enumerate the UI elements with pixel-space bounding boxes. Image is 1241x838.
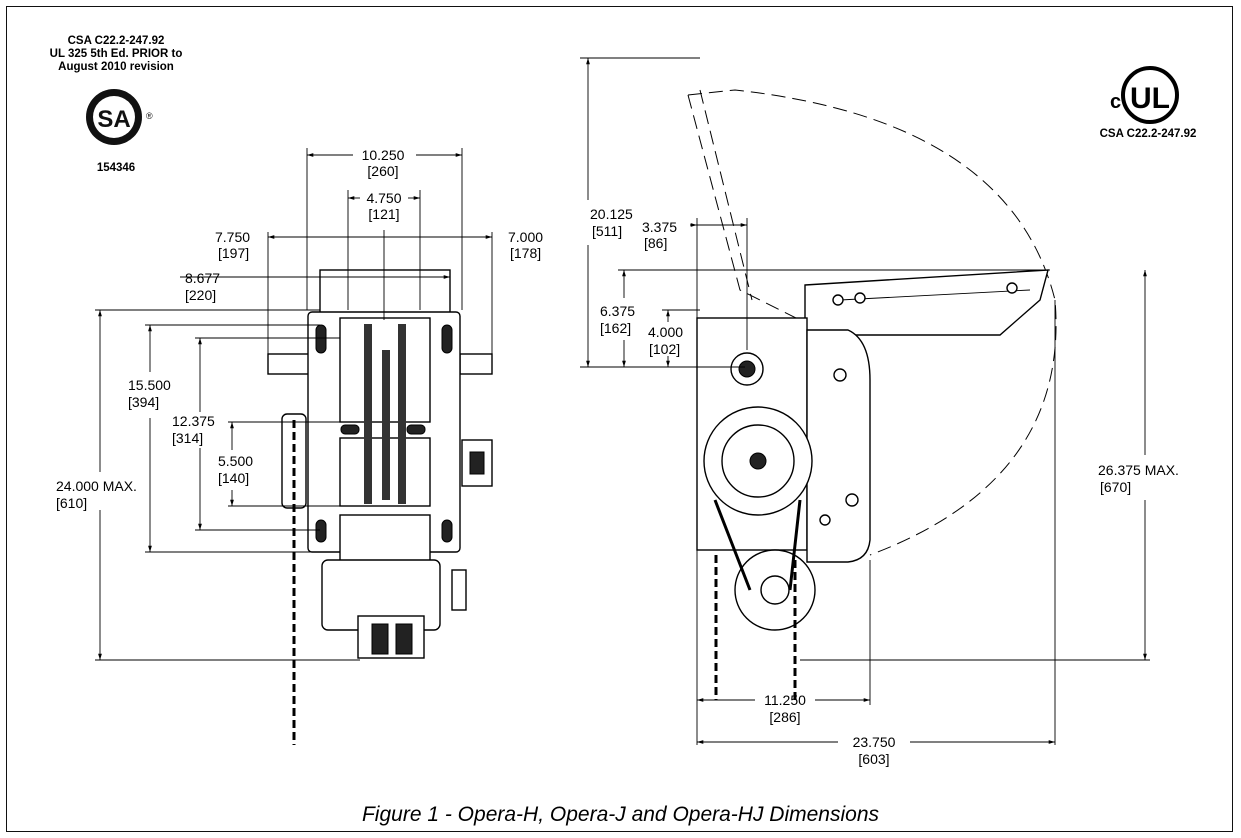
dim-width: 10.250	[362, 147, 405, 163]
front-view-dimensions: 10.250 [260] 4.750 [121] 7.750 [197] 7.0…	[56, 147, 543, 661]
svg-text:SA: SA	[97, 106, 130, 133]
dim-overall: 23.750	[853, 734, 896, 750]
dim-20125-mm: [511]	[592, 223, 622, 239]
csa-line-2: UL 325 5th Ed. PRIOR to	[50, 48, 183, 60]
dim-20125: 20.125	[590, 206, 633, 222]
dim-3375-mm: [86]	[644, 235, 667, 251]
drive-belt	[713, 499, 802, 591]
csa-number: 154346	[97, 162, 135, 174]
dim-shaft-spacing-mm: [121]	[368, 206, 399, 222]
motor-box	[357, 615, 425, 659]
door-swing-arc	[687, 89, 1057, 556]
dim-side-height-mm: [670]	[1100, 479, 1131, 495]
dim-shaft-spacing: 4.750	[366, 190, 401, 206]
dim-6375-mm: [162]	[600, 320, 631, 336]
figure-caption: Figure 1 - Opera-H, Opera-J and Opera-HJ…	[361, 803, 880, 826]
ul-standard: CSA C22.2-247.92	[1100, 128, 1197, 140]
side-view-operator	[687, 89, 1057, 700]
dim-4000-mm: [102]	[649, 341, 680, 357]
top-bracket	[319, 269, 451, 319]
dim-left-extent-mm: [220]	[185, 287, 216, 303]
dim-5500-mm: [140]	[218, 470, 249, 486]
svg-text:®: ®	[146, 111, 153, 121]
dim-width-mm: [260]	[367, 163, 398, 179]
cul-logo-icon: UL c	[1110, 66, 1179, 124]
side-cover	[806, 329, 871, 563]
csa-line-3: August 2010 revision	[58, 61, 174, 73]
dim-overall-mm: [603]	[858, 751, 889, 767]
dim-left-shaft: 7.750	[215, 229, 250, 245]
ul-c-mark: c	[1110, 91, 1121, 113]
dim-depth-mm: [286]	[769, 709, 800, 725]
dim-15500: 15.500	[128, 377, 171, 393]
csa-certification: CSA C22.2-247.92 UL 325 5th Ed. PRIOR to…	[50, 35, 183, 174]
dim-12375-mm: [314]	[172, 430, 203, 446]
side-view-dimensions: 20.125 [511] 3.375 [86] 6.375 [162] 4.00…	[580, 57, 1179, 767]
dim-front-height: 24.000 MAX.	[56, 478, 137, 494]
dim-side-height: 26.375 MAX.	[1098, 462, 1179, 478]
dim-12375: 12.375	[172, 413, 215, 429]
dim-left-shaft-mm: [197]	[218, 245, 249, 261]
dim-front-height-mm: [610]	[56, 495, 87, 511]
left-shaft	[267, 353, 311, 375]
dim-left-extent: 8.677	[185, 270, 220, 286]
csa-line-1: CSA C22.2-247.92	[68, 35, 165, 47]
dim-5500: 5.500	[218, 453, 253, 469]
dim-depth: 11.250	[764, 692, 806, 708]
cul-certification: UL c CSA C22.2-247.92	[1100, 66, 1197, 140]
dim-6375: 6.375	[600, 303, 635, 319]
lower-frame	[339, 514, 431, 564]
dim-right-shaft-mm: [178]	[510, 245, 541, 261]
right-shaft	[459, 353, 493, 375]
dim-right-shaft: 7.000	[508, 229, 543, 245]
drawing-frame	[6, 6, 1233, 832]
csa-logo-icon: SA ®	[86, 89, 153, 145]
front-view-operator	[267, 269, 493, 745]
dim-3375: 3.375	[642, 219, 677, 235]
ul-mark-text: UL	[1130, 82, 1170, 115]
capacitor	[451, 569, 467, 611]
dim-4000: 4.000	[648, 324, 683, 340]
dim-15500-mm: [394]	[128, 394, 159, 410]
